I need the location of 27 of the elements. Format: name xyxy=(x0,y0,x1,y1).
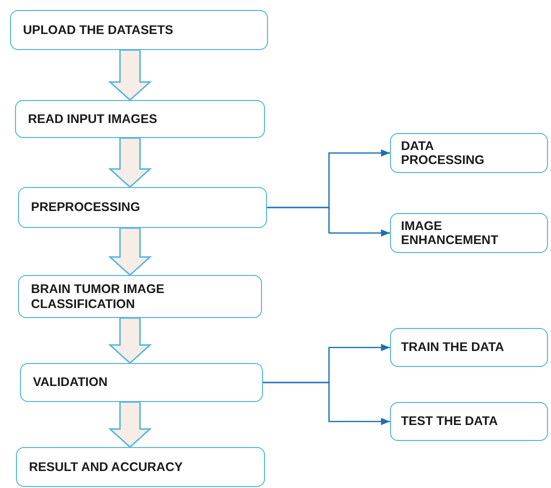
step-label: BRAIN TUMOR IMAGE CLASSIFICATION xyxy=(31,282,166,311)
step-label: TEST THE DATA xyxy=(401,414,499,429)
block-arrow xyxy=(108,317,152,364)
substep-box xyxy=(390,213,548,253)
step-label: UPLOAD THE DATASETS xyxy=(23,22,174,38)
arrow xyxy=(267,206,390,237)
block-arrow xyxy=(108,137,152,188)
block-arrow xyxy=(108,49,152,101)
substep-box xyxy=(390,328,548,367)
step-label: IMAGE ENHANCEMENT xyxy=(401,218,500,248)
process-box xyxy=(18,275,262,318)
step-label: VALIDATION xyxy=(33,375,109,390)
process-box xyxy=(16,447,265,487)
process-box xyxy=(10,10,268,50)
substep-box xyxy=(390,133,548,173)
step-label: RESULT AND ACCURACY xyxy=(29,460,184,474)
step-label: TRAIN THE DATA xyxy=(401,340,505,355)
process-box xyxy=(20,363,263,402)
step-label: DATA PROCESSING xyxy=(401,138,486,168)
block-arrow xyxy=(108,227,152,276)
substep-box xyxy=(390,402,548,441)
process-box xyxy=(15,100,265,138)
process-box xyxy=(18,187,267,228)
step-label: READ INPUT IMAGES xyxy=(28,112,158,126)
block-arrow xyxy=(108,401,152,448)
arrow xyxy=(263,382,390,426)
step-label: PREPROCESSING xyxy=(31,200,142,215)
